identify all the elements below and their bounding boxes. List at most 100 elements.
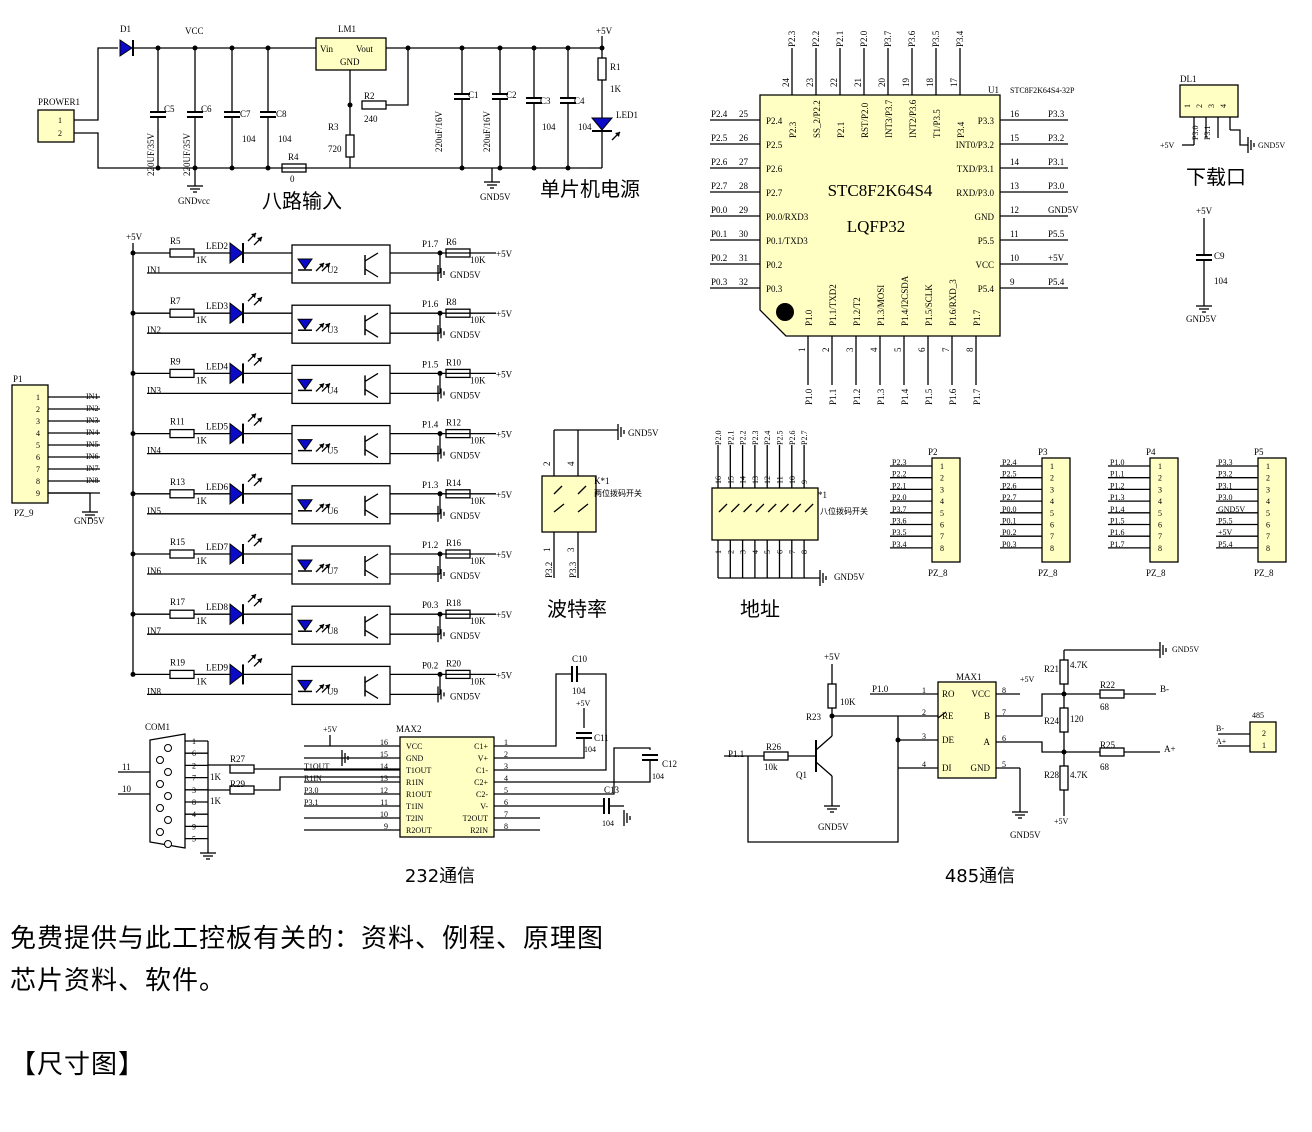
pin-number: 13 (1010, 181, 1020, 191)
label: P5 (1254, 447, 1264, 457)
pin-number: 3 (940, 485, 944, 494)
pin-number: 11 (776, 476, 785, 484)
label: U2 (327, 265, 338, 275)
pin-label: P1.7 (972, 309, 982, 326)
pin-number: 12 (1010, 205, 1019, 215)
label: IN6 (147, 566, 161, 576)
switch-blade (553, 503, 565, 513)
label: 两位拨码开关 (594, 488, 642, 498)
pin-net: P2.6 (711, 157, 728, 167)
pin-label: INT2/P3.6 (908, 99, 918, 138)
label: GND5V (74, 516, 105, 526)
db9-pin (164, 744, 172, 752)
label: +5V (496, 309, 513, 319)
label: IN4 (147, 446, 161, 456)
pin-net: P2.5 (711, 133, 728, 143)
label: P1.1 (728, 749, 744, 759)
pin-net: P3.0 (1218, 493, 1232, 502)
pin-net: P2.0 (714, 431, 723, 445)
pin-label: A (984, 737, 991, 747)
pin-net: GND5V (1048, 205, 1079, 215)
pin-label: P0.3 (766, 284, 783, 294)
section-title: 下载口 (1186, 165, 1246, 189)
pin-net: P5.4 (1218, 540, 1232, 549)
pin-number: 9 (1010, 277, 1015, 287)
label: GNDvcc (178, 196, 210, 206)
pin-number: 4 (1050, 497, 1054, 506)
section-title: 八路输入 (262, 189, 342, 213)
junction-dot (405, 45, 411, 51)
dip-switch-address (711, 487, 819, 541)
resistor (169, 428, 195, 439)
section-title: 单片机电源 (540, 177, 640, 201)
pin-label: RXD/P3.0 (956, 188, 994, 198)
resistor-r1 (597, 57, 607, 81)
pin-number: 2 (821, 348, 831, 353)
pin-net: P5.4 (1048, 277, 1065, 287)
label: 1K (210, 796, 222, 806)
led-light-icon (325, 624, 330, 630)
pin-net: P2.4 (1002, 458, 1016, 467)
label: 1K (196, 375, 208, 385)
pin-number: 5 (1050, 509, 1054, 518)
pin-net: P2.2 (892, 470, 906, 479)
pin-number: 4 (922, 760, 926, 769)
label: LED8 (206, 602, 228, 612)
pin-label: B (984, 711, 990, 721)
pin-label: P1.0 (804, 309, 814, 326)
label: 2 (1262, 729, 1266, 738)
section-title: 波特率 (547, 597, 607, 621)
label: GND5V (1172, 645, 1199, 654)
pin-number: 2 (504, 750, 508, 759)
pin-net: P1.7 (972, 388, 982, 405)
junction-dot (459, 165, 465, 171)
label: +5V (496, 670, 513, 680)
led-indicator (229, 542, 244, 566)
label: 11 (122, 762, 131, 772)
wire (540, 673, 572, 747)
pin-net: P2.2 (811, 31, 821, 47)
pin-number: 20 (877, 78, 887, 88)
pin-net: P2.7 (800, 431, 809, 445)
pin-number: 13 (380, 774, 388, 783)
pin-label: C2+ (474, 778, 488, 787)
pin-label: P1.6/RXD_3 (948, 279, 958, 326)
label: K*1 (594, 476, 610, 486)
label: U9 (327, 686, 338, 696)
pin-label: P1.4/I2CSDA (900, 275, 910, 326)
regulator-lm1 (315, 37, 387, 71)
label: U8 (327, 626, 338, 636)
label: +5V (496, 550, 513, 560)
resistor (169, 308, 195, 318)
wire (1020, 741, 1100, 753)
pin-number: 14 (380, 762, 388, 771)
label: IN3 (147, 385, 161, 395)
label: LM1 (338, 24, 356, 34)
led-light-icon (257, 477, 262, 483)
label: C9 (1214, 251, 1225, 261)
label: GND5V (450, 691, 481, 701)
label: B- (1160, 684, 1169, 694)
pin-net: P0.0 (1002, 505, 1016, 514)
pin-net: IN5 (86, 440, 98, 449)
opto-transistor (364, 569, 379, 579)
pin-label: P3.3 (978, 116, 995, 126)
opto-transistor (364, 509, 379, 519)
resistor (169, 609, 195, 619)
pin-number: 1 (1050, 462, 1054, 471)
pin-number: 7 (1266, 532, 1270, 541)
pin-net: P2.1 (726, 431, 735, 445)
pin-number: 12 (763, 476, 772, 484)
led-light-icon (325, 323, 330, 329)
label: R27 (230, 754, 246, 764)
resistor-r21 (1059, 659, 1069, 685)
label: 1 (58, 116, 62, 125)
label: R11 (170, 417, 185, 427)
pin-number: 3 (922, 732, 926, 741)
opto-led (297, 378, 313, 391)
pin-net: P5.5 (1048, 229, 1065, 239)
pin-number: 3 (1050, 485, 1054, 494)
pin-net: P0.0 (711, 205, 728, 215)
pin-number: 8 (1158, 544, 1162, 553)
resistor (169, 549, 195, 559)
